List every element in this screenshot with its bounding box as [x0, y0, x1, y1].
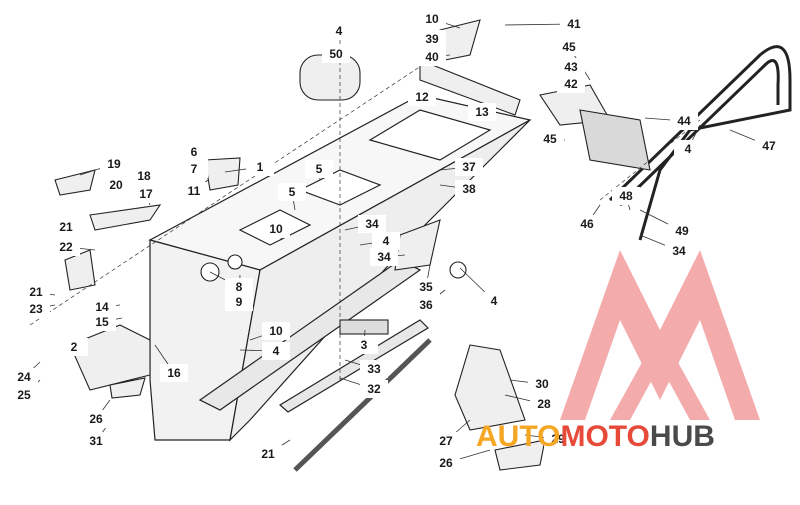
callout-number: 19 [100, 155, 128, 173]
callout-number: 10 [262, 220, 290, 238]
callout-number: 25 [10, 386, 38, 404]
callout-number: 4 [674, 140, 702, 158]
callout-number: 18 [130, 167, 158, 185]
callout-number: 35 [412, 278, 440, 296]
callout-number: 2 [60, 338, 88, 356]
callout-number: 21 [22, 283, 50, 301]
callout-number: 45 [536, 130, 564, 148]
callout-number: 34 [665, 242, 693, 260]
callout-number: 13 [468, 103, 496, 121]
callout-number: 50 [322, 45, 350, 63]
callout-number: 49 [668, 222, 696, 240]
callout-number: 26 [82, 410, 110, 428]
callout-number: 33 [360, 360, 388, 378]
callout-number: 48 [612, 187, 640, 205]
callout-number: 10 [262, 322, 290, 340]
callout-number: 30 [528, 375, 556, 393]
callout-number: 4 [372, 232, 400, 250]
callout-number: 26 [432, 454, 460, 472]
callout-number: 4 [325, 22, 353, 40]
callout-number: 20 [102, 176, 130, 194]
callout-number: 37 [455, 158, 483, 176]
callout-number: 6 [180, 143, 208, 161]
callout-number: 31 [82, 432, 110, 450]
brand-moto: MOTO [560, 420, 650, 453]
callout-number: 11 [180, 182, 208, 200]
callout-number: 5 [305, 160, 333, 178]
guide-lines [29, 40, 701, 380]
callout-number: 41 [560, 15, 588, 33]
callout-number: 5 [278, 183, 306, 201]
callout-number: 28 [530, 395, 558, 413]
callout-number: 4 [262, 342, 290, 360]
watermark-logo [560, 250, 760, 420]
callout-number: 1 [246, 158, 274, 176]
callout-number: 44 [670, 112, 698, 130]
callout-number: 47 [755, 137, 783, 155]
callout-number: 34 [370, 248, 398, 266]
callout-number: 32 [360, 380, 388, 398]
callout-number: 34 [358, 215, 386, 233]
callout-number: 16 [160, 364, 188, 382]
callout-number: 21 [254, 445, 282, 463]
callout-number: 7 [180, 160, 208, 178]
callout-number: 10 [418, 10, 446, 28]
callout-number: 12 [408, 88, 436, 106]
brand-hub: HUB [649, 420, 715, 453]
brand-auto: AUTO [476, 420, 561, 453]
callout-number: 4 [480, 292, 508, 310]
callout-number: 40 [418, 48, 446, 66]
callout-number: 29 [544, 430, 572, 448]
bumper-assembly [608, 45, 792, 241]
callout-number: 3 [350, 336, 378, 354]
callout-number: 46 [573, 215, 601, 233]
callout-number: 9 [225, 293, 253, 311]
small-parts [54, 19, 651, 471]
callout-number: 14 [88, 298, 116, 316]
callout-number: 23 [22, 300, 50, 318]
callout-number: 43 [557, 58, 585, 76]
watermark-brand: AUTOMOTOHUB [476, 420, 796, 454]
callout-number: 38 [455, 180, 483, 198]
callout-number: 22 [52, 238, 80, 256]
callout-number: 39 [418, 30, 446, 48]
callout-number: 8 [225, 278, 253, 296]
callout-number: 24 [10, 368, 38, 386]
callout-number: 42 [557, 75, 585, 93]
callout-number: 45 [555, 38, 583, 56]
callout-number: 17 [132, 185, 160, 203]
callout-number: 36 [412, 296, 440, 314]
callout-number: 15 [88, 313, 116, 331]
callout-number: 21 [52, 218, 80, 236]
rail-assembly [198, 259, 432, 472]
callout-number: 27 [432, 432, 460, 450]
